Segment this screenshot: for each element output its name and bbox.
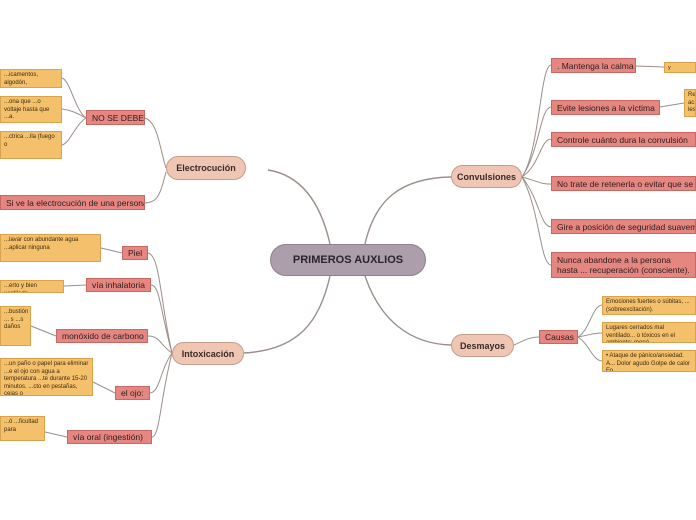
leaf-tranquilidad[interactable]: y tranquil... (664, 62, 696, 73)
link-nsd-leaf2 (61, 108, 87, 119)
link-center-electrocucion (267, 169, 331, 245)
link-nsd-leaf1 (61, 77, 87, 119)
leaf-lugares-cerrados[interactable]: Lugares cerrados mal ventilado... o tóxi… (602, 322, 696, 343)
sub-evite-lesiones[interactable]: Evite lesiones a la víctima (551, 100, 660, 115)
sub-si-ve-electrocucion[interactable]: Si ve la electrocución de una persona (0, 195, 145, 210)
link-elec-no-se-debe (144, 117, 167, 169)
link-conv-lesiones (521, 106, 552, 178)
central-topic[interactable]: PRIMEROS AUXLIOS (270, 244, 426, 276)
leaf-emociones-fuertes[interactable]: Emociones fuertes o súbitas, ... (sobree… (602, 296, 696, 315)
link-center-desmayos (364, 275, 452, 346)
link-nsd-leaf3 (61, 117, 87, 146)
link-intox-ojo (149, 352, 173, 394)
leaf-no-se-debe-2[interactable]: ...ona que ...o voltaje hasta que ...a. (0, 96, 62, 123)
sub-piel[interactable]: Piel (122, 246, 148, 260)
link-inhal-leaf (63, 284, 87, 287)
sub-el-ojo[interactable]: el ojo: (115, 386, 150, 400)
link-intox-oral (151, 352, 173, 438)
branch-desmayos[interactable]: Desmayos (451, 334, 514, 357)
link-intox-piel (147, 252, 173, 354)
link-oral-leaf (44, 431, 68, 438)
sub-via-inhalatoria[interactable]: vía inhalatoria (86, 278, 151, 292)
leaf-no-se-debe-3[interactable]: ...ctrica ...lla (fuego o (0, 131, 62, 159)
link-elec-si-ve (144, 171, 167, 204)
link-conv-retener (521, 176, 552, 185)
leaf-piel[interactable]: ...lavar con abundante agua ...aplicar n… (0, 234, 101, 262)
branch-intoxicacion[interactable]: Intoxicación (172, 342, 244, 365)
link-conv-gire (521, 176, 552, 228)
link-piel-leaf (100, 247, 123, 254)
link-causas-leaf3 (577, 336, 603, 362)
link-monox-leaf (30, 325, 57, 337)
leaf-via-inhalatoria[interactable]: ...erto y bien ventilado. (0, 280, 64, 293)
link-lesiones-leaf (659, 102, 685, 108)
branch-convulsiones[interactable]: Convulsiones (451, 165, 522, 188)
link-causas-leaf1 (577, 304, 603, 338)
sub-posicion-seguridad[interactable]: Gire a posición de seguridad suavem... (551, 219, 696, 234)
leaf-monoxido[interactable]: ...bustión ... s ...s daños (0, 306, 31, 346)
leaf-lesiones[interactable]: Re... ac... les... (684, 89, 696, 117)
leaf-ataque-panico[interactable]: • Ataque de pánico/ansiedad. A... Dolor … (602, 350, 696, 372)
sub-via-oral[interactable]: vía oral (ingestión) (67, 430, 152, 444)
sub-no-retener[interactable]: No trate de retenerla o evitar que se m.… (551, 176, 696, 191)
link-conv-dura (521, 138, 552, 178)
link-intox-inhal (150, 284, 173, 354)
link-center-convulsiones (364, 176, 452, 245)
link-conv-calma (521, 64, 552, 178)
sub-causas[interactable]: Causas (539, 330, 578, 344)
link-ojo-leaf (92, 381, 116, 394)
branch-electrocucion[interactable]: Electrocución (166, 156, 246, 180)
link-conv-nunca (521, 176, 552, 266)
link-intox-monox (147, 335, 173, 354)
sub-no-se-debe[interactable]: NO SE DEBE (86, 110, 145, 125)
leaf-no-se-debe-1[interactable]: ...icamentos, algodón, (0, 69, 62, 88)
link-center-intoxicacion (243, 275, 331, 354)
link-desm-causas (513, 336, 540, 346)
leaf-via-oral[interactable]: ...ó ...ficultad para (0, 416, 45, 441)
link-calma-leaf (635, 65, 665, 68)
link-causas-leaf2 (577, 332, 603, 338)
leaf-el-ojo[interactable]: ...un paño o papel para eliminar ...e el… (0, 358, 93, 396)
sub-monoxido-carbono[interactable]: monóxido de carbono (56, 329, 148, 343)
sub-nunca-abandone[interactable]: Nunca abandone a la persona hasta ... re… (551, 252, 696, 278)
sub-controle-convulsion[interactable]: Controle cuánto dura la convulsión (551, 132, 696, 147)
sub-mantenga-calma[interactable]: . Mantenga la calma (551, 58, 636, 73)
